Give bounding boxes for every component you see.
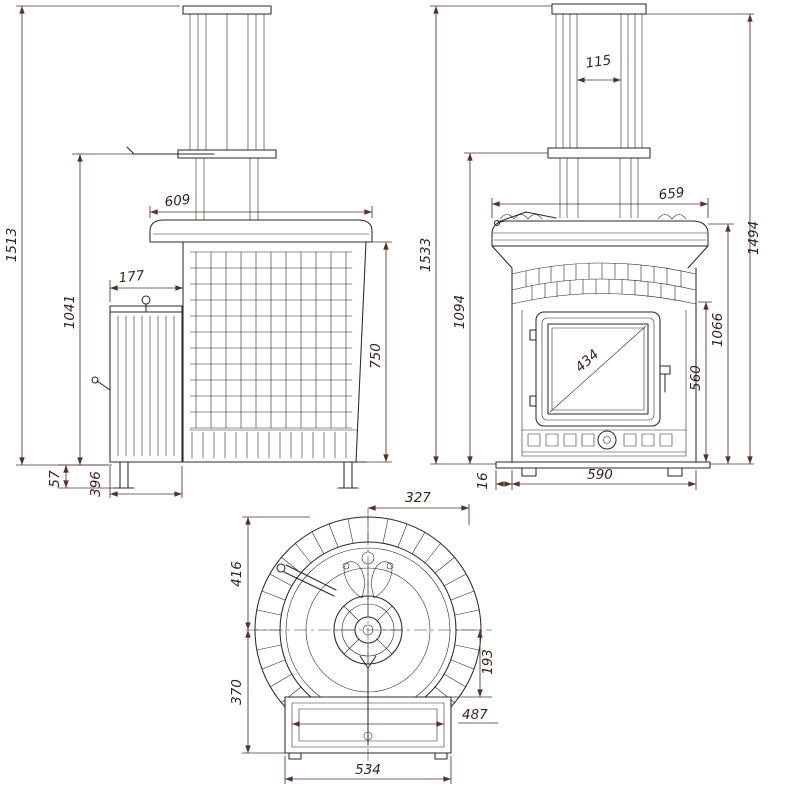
front-bottom-band <box>521 429 687 453</box>
dim-front-cap-width: 659 <box>658 185 685 204</box>
front-stone-band <box>511 262 697 305</box>
dim-top-front-depth: 416 <box>229 561 245 587</box>
dim-side-upper-height: 1041 <box>62 295 78 329</box>
front-door <box>529 311 671 427</box>
dim-front-right-height: 1494 <box>746 221 762 255</box>
front-body <box>491 245 711 469</box>
side-dimensions: 1513 1041 609 177 750 57 396 <box>4 5 392 498</box>
front-chimney <box>493 3 651 227</box>
front-view: 115 659 1533 1094 1494 1066 560 434 590 … <box>418 3 762 490</box>
dim-side-cage-height: 750 <box>368 343 384 369</box>
dim-side-total-height: 1513 <box>4 228 20 262</box>
side-legs <box>113 461 359 489</box>
dim-front-body-width: 590 <box>587 467 613 483</box>
dim-front-base-step: 16 <box>475 472 491 489</box>
dim-side-depth: 396 <box>88 471 104 497</box>
dim-top-inner-width: 487 <box>462 707 488 723</box>
dim-front-chimney-width: 115 <box>585 52 613 71</box>
front-dimensions: 115 659 1533 1094 1494 1066 560 434 590 … <box>418 5 762 490</box>
dim-side-door-offset: 177 <box>118 268 146 287</box>
top-handle <box>276 563 337 597</box>
dim-top-overall-width: 534 <box>355 762 381 778</box>
top-view: 327 416 370 193 487 534 <box>229 490 498 784</box>
dim-top-half-width: 327 <box>405 490 431 506</box>
side-body <box>109 241 367 463</box>
dim-side-base-height: 57 <box>47 470 63 488</box>
top-dimensions: 327 416 370 193 487 534 <box>229 490 498 784</box>
front-top-cap <box>491 214 709 247</box>
dim-front-door-height: 560 <box>688 365 704 391</box>
front-feet <box>521 467 683 477</box>
dim-front-total-height: 1533 <box>418 238 434 272</box>
side-stone-lattice <box>189 251 353 459</box>
side-view: 1513 1041 609 177 750 57 396 <box>4 5 392 498</box>
dim-top-center-offset: 193 <box>480 649 496 675</box>
side-top-cap <box>149 219 373 243</box>
dim-front-glass-diagonal: 434 <box>572 346 602 375</box>
side-firebox-door <box>91 295 183 463</box>
dim-front-shoulder-height: 1094 <box>452 295 468 329</box>
dim-side-top-width: 609 <box>164 192 191 211</box>
dim-top-rear-depth: 370 <box>229 679 245 705</box>
dim-front-cage-height: 1066 <box>710 313 726 347</box>
side-chimney <box>126 5 277 221</box>
